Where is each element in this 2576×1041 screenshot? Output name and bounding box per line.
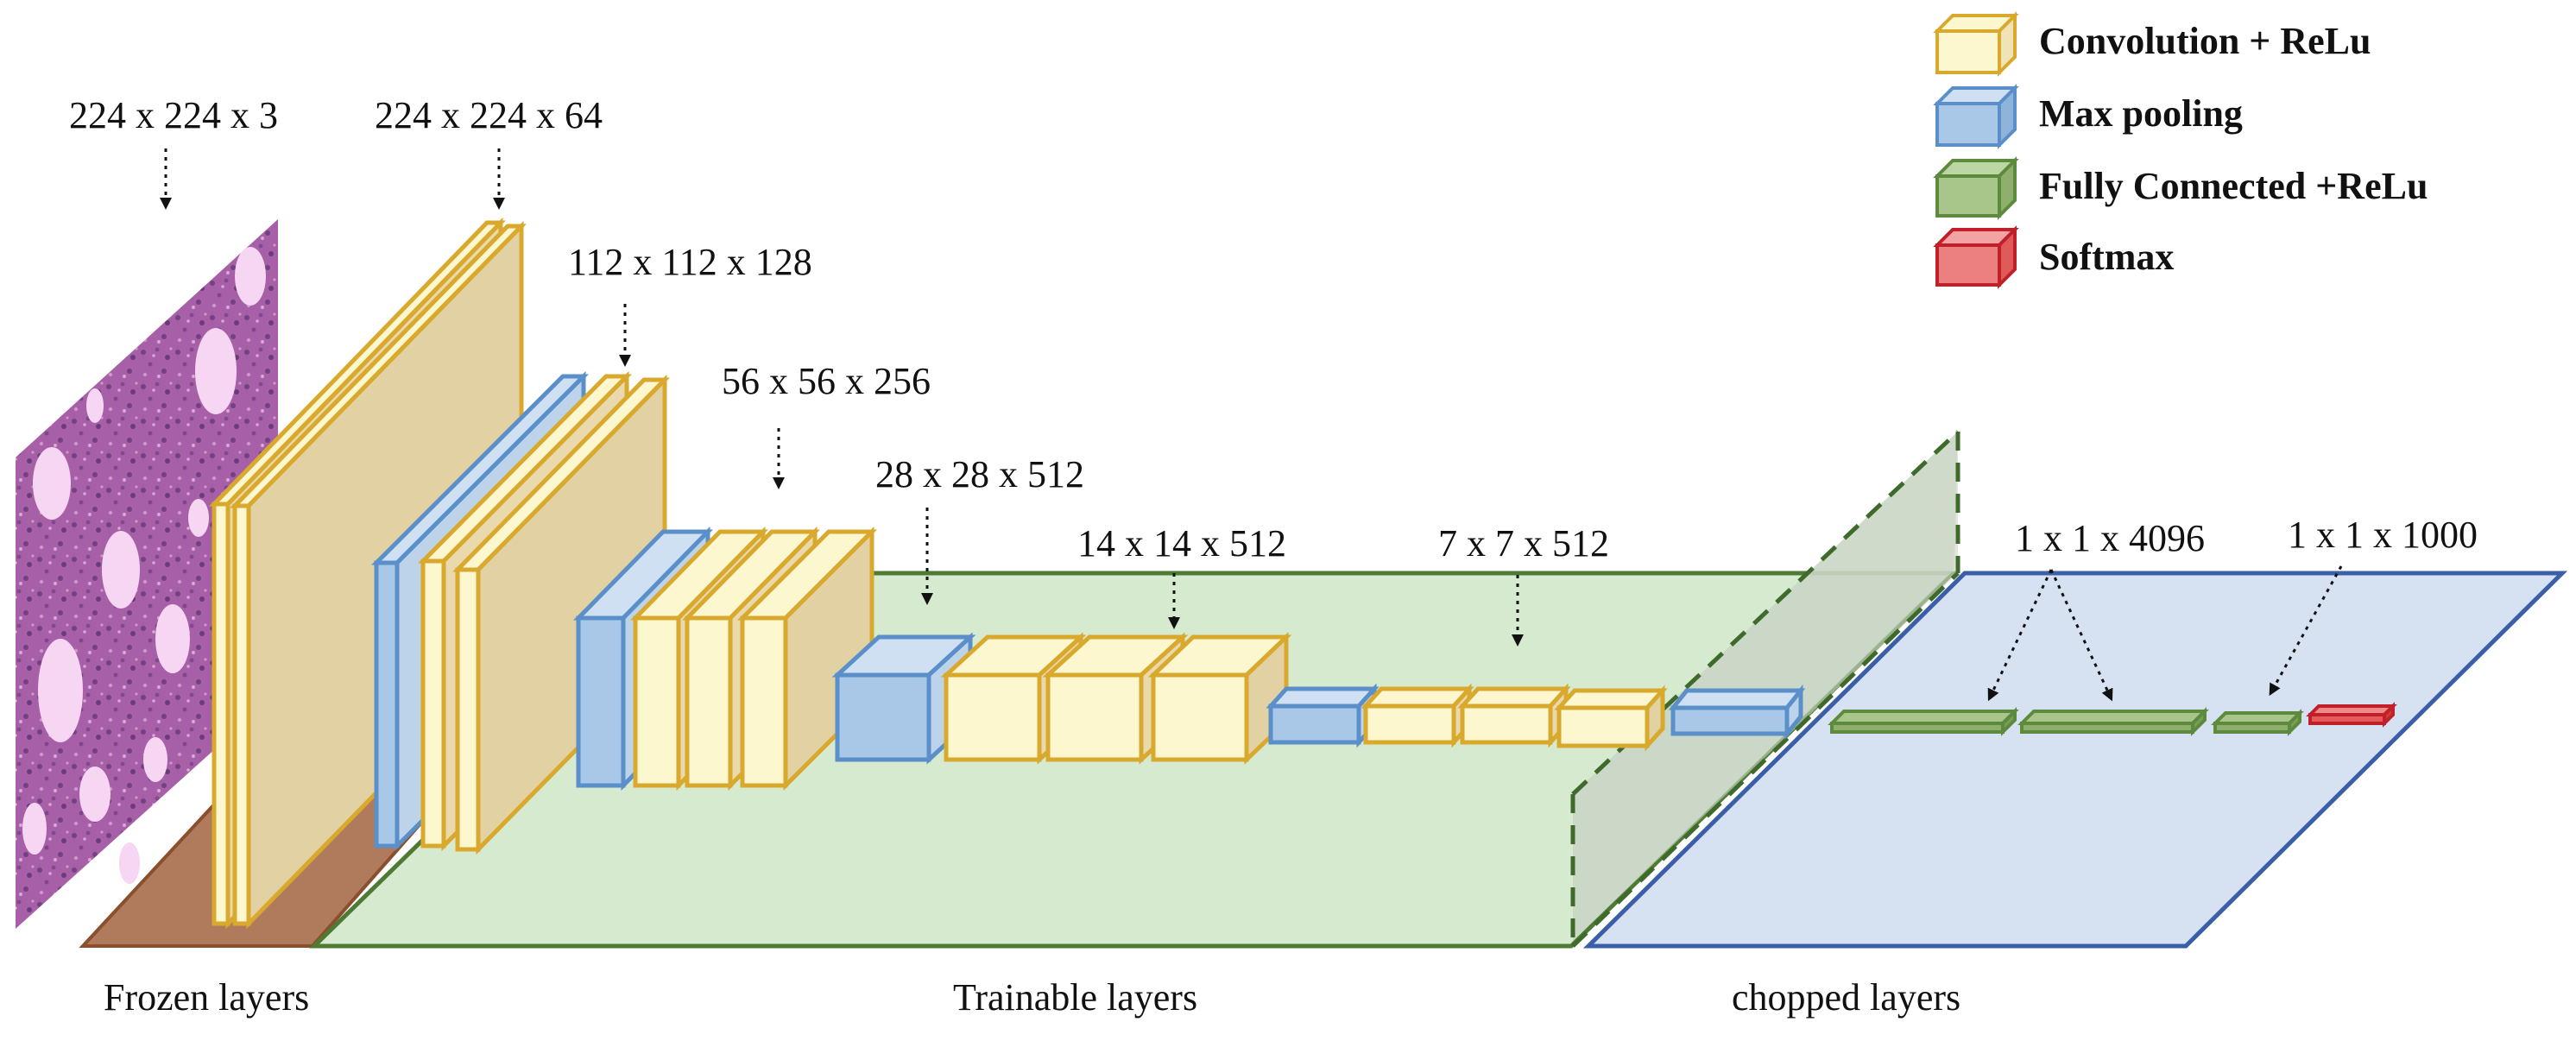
chopped-plane (1582, 571, 2568, 949)
block5-conv-b (1457, 683, 1571, 748)
legend-maxpool-icon (1933, 84, 2019, 149)
dim-arrows (160, 148, 2343, 702)
dim-label-block2: 112 x 112 x 128 (568, 241, 812, 283)
legend-softmax-icon (1933, 225, 2019, 289)
legend-fc-label: Fully Connected +ReLu (2039, 165, 2428, 207)
fc-layer-3 (2211, 709, 2304, 736)
arrow-fc-b (2049, 569, 2113, 702)
chopped-divider-plane (1570, 430, 1960, 948)
block4-conv-c (1147, 632, 1292, 765)
block5-conv-c (1554, 685, 1668, 752)
block5-conv-a (1361, 683, 1474, 748)
softmax-layer (2306, 702, 2397, 728)
region-label-frozen: Frozen layers (104, 976, 309, 1019)
dim-label-block5: 14 x 14 x 512 (1077, 522, 1286, 565)
pool5-maxpool (1668, 684, 1806, 741)
legend-conv-label: Convolution + ReLu (2039, 20, 2371, 62)
legend-maxpool-label: Max pooling (2039, 92, 2243, 135)
fc-layer-1 (1828, 707, 2019, 736)
legend-softmax-label: Softmax (2039, 236, 2174, 278)
block2-conv-b (452, 374, 670, 855)
legend-fc-icon (1933, 156, 2019, 220)
legend: Convolution + ReLu Max pooling Fully Con… (1933, 11, 2428, 289)
arrow-fc-a (1987, 569, 2053, 702)
dim-label-block1: 224 x 224 x 64 (375, 94, 603, 136)
legend-conv-icon (1933, 11, 2019, 77)
dim-label-pool5: 7 x 7 x 512 (1438, 522, 1609, 565)
dim-label-fc: 1 x 1 x 4096 (2015, 517, 2205, 559)
fc-layer-2 (2017, 707, 2209, 736)
region-label-chopped: chopped layers (1732, 976, 1960, 1019)
dim-label-softmax: 1 x 1 x 1000 (2288, 514, 2478, 556)
block5-maxpool (1266, 683, 1380, 748)
dim-label-input: 224 x 224 x 3 (69, 94, 278, 136)
dim-label-block4: 28 x 28 x 512 (875, 453, 1084, 495)
arrow-softmax (2269, 565, 2343, 697)
region-label-trainable: Trainable layers (953, 976, 1197, 1019)
dim-label-block3: 56 x 56 x 256 (722, 360, 931, 402)
